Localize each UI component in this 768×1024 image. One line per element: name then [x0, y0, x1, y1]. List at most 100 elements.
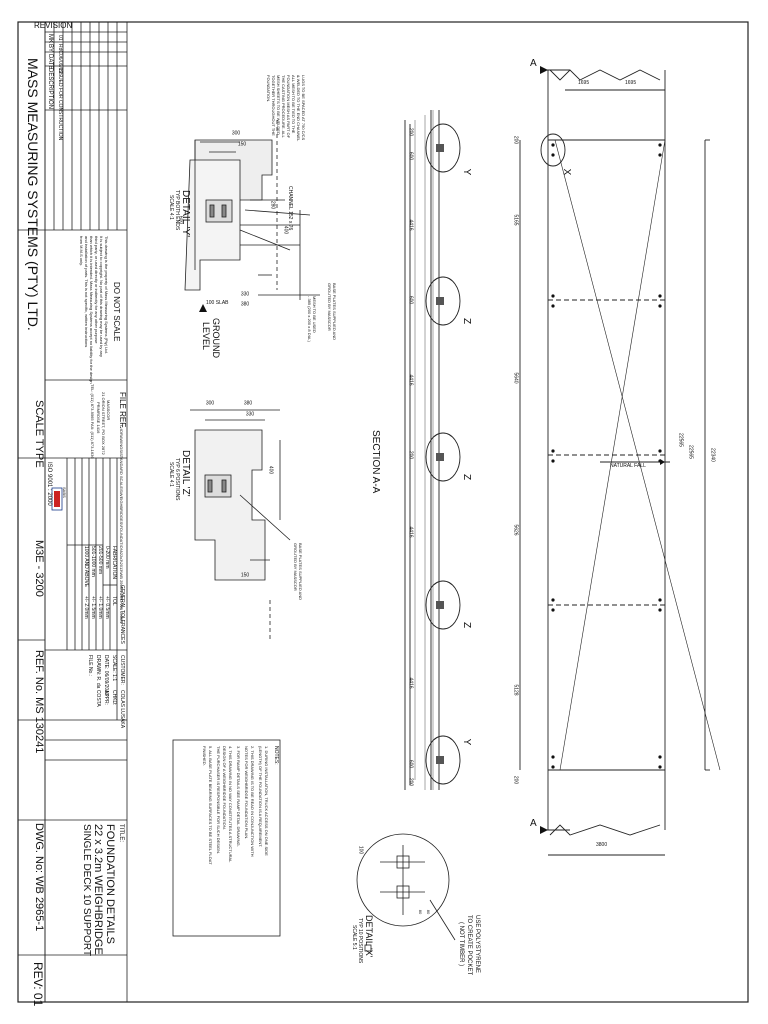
revision-col-desc: DESCRIPTION	[47, 68, 53, 110]
drawing-number: DWG. No: WB 2965-1	[33, 823, 45, 932]
notes-heading: NOTES:	[273, 746, 279, 765]
detail-x-title: DETAIL 'X'	[364, 915, 374, 958]
dim-label: 80	[418, 909, 423, 915]
callout-z: Z	[461, 473, 472, 481]
address-line: TEL: (011) 873-9565 FAX: (011) 873-1636	[90, 384, 95, 459]
natural-fall-label: NATURAL FALL	[610, 463, 646, 469]
width-dim: 3800	[596, 842, 608, 848]
slab-label: 100 SLAB	[206, 300, 229, 306]
dim-label: 330	[240, 291, 250, 298]
revision-desc-value: ISSUED FOR CONSTRUCTION	[57, 68, 63, 141]
revision-col-by: BY	[47, 44, 53, 53]
baseplates-note: GROUTED BY MASSCOR	[327, 283, 332, 331]
lugs-line: FOUNDATION MESH AS PART OF	[286, 75, 291, 139]
checked-by: CHKD:	[111, 690, 117, 706]
section-title: SECTION A-A	[370, 430, 381, 494]
iso-logo-text: SABS	[62, 487, 67, 498]
note-line: 3. FOR RAMP DETAILS SEE RAMP DETAIL DRAW…	[236, 746, 241, 847]
callout-y: Y	[461, 738, 472, 746]
detail-y-title: DETAIL 'Y'	[180, 190, 191, 238]
tolerance-cell: 201-500 mm	[97, 546, 103, 575]
mesh-note: - 385 (200 x 200 x 8 DIA.)	[307, 296, 312, 342]
section-marker-top: A	[530, 58, 537, 69]
dim-label: 150	[240, 572, 250, 579]
revision-number: REV: 01	[31, 962, 45, 1007]
dim-label: 200	[512, 775, 519, 785]
note-line: DESIGN OF A WEIGHBRIDGE FOUNDATION.	[222, 746, 227, 830]
address-line: 21 ORION STREET, PO BOX 2872	[101, 392, 106, 455]
disclaimer-line: from M.M.S only.	[79, 236, 84, 266]
detail-y-scale: SCALE 4:1	[168, 195, 174, 220]
drawn-by: DRAWN: R. da COSTA	[95, 655, 101, 707]
scale-type-label: SCALE TYPE	[33, 400, 45, 468]
detail-z-subtitle: TYP 6 POSITIONS	[174, 458, 180, 501]
tolerance-cell: +/- 1.5mm	[90, 596, 96, 619]
tolerance-cell: +/- 2.0mm	[83, 596, 89, 619]
title-line-3: SINGLE DECK 10 SUPPORT	[81, 824, 92, 957]
tolerances-title: GENERAL TOLERANCES	[119, 585, 125, 644]
note-line: 4. THIS DRAWING IN NO WAY CONSTITUTES A …	[228, 746, 233, 863]
iso-certification: ISO 9001 : 2000	[46, 462, 52, 506]
tolerance-cell: +/- 1.0mm	[97, 596, 103, 619]
dim-label: 300	[205, 400, 215, 407]
dim-label: 600	[407, 151, 414, 161]
dim-label: 200	[407, 127, 414, 137]
revision-by-value: RdC	[57, 44, 63, 55]
lugs-line: THE CASTING PROCEDURE. ALL	[281, 75, 286, 138]
revision-heading: REVISION	[34, 21, 73, 30]
dim-label: 600	[407, 759, 414, 769]
dim-label: 4416	[407, 374, 414, 386]
lugs-line: MESH SHEETS TO BE WELDED	[276, 75, 281, 135]
title-label: TITLE:	[118, 824, 124, 843]
baseplates-note: GROUTED BY MASSCOR	[293, 543, 298, 591]
channel-label: CHANNEL 152 x 76	[287, 186, 293, 231]
tolerance-cell: FABRICATION	[111, 546, 117, 579]
tolerance-cell: 1000 AND ABOVE	[83, 546, 89, 588]
overall-length: 22340	[709, 448, 716, 462]
dim-label: 380	[240, 301, 250, 308]
detail-x-scale: SCALE 5:1	[351, 925, 357, 950]
lugs-line: ALL MESH TO BE TIED TO THE	[291, 75, 296, 134]
dim-label: 5128	[512, 684, 519, 696]
polystyrene-note: USE POLYSTYRENE	[474, 915, 480, 973]
callout-x: X	[561, 168, 572, 176]
title-line-2: 22 x 3.2m WEIGHBRIDGE	[92, 824, 104, 955]
note-line: 1. DURING INSTALLATION, TRUCK ACCESS ON …	[264, 746, 269, 856]
dim-label: 5640	[512, 372, 519, 384]
reference-number: REF. No. MS 130241	[33, 650, 45, 754]
dim-label: 1695	[578, 80, 590, 86]
dim-label: 150	[237, 141, 247, 148]
polystyrene-note: TO CREATE POCKET	[466, 915, 472, 976]
note-line: FINISHED.	[202, 746, 207, 766]
lugs-line: FOUNDATION.	[266, 75, 271, 103]
dim-label: 600	[407, 295, 414, 305]
dim-label: 200	[407, 450, 414, 460]
scale-info: SCALE: 1:1	[111, 655, 117, 682]
ground-label: LEVEL	[201, 322, 211, 351]
scale-type-value: M3E - 3200	[33, 540, 45, 597]
file-number: FILE No.:	[87, 655, 93, 677]
section-marker-bottom: A	[530, 818, 537, 829]
revision-col-mk: MK	[47, 34, 53, 43]
dim-label: 100	[357, 845, 364, 855]
callout-z: Z	[461, 317, 472, 325]
mesh-note: MESH TO BE USED	[312, 296, 317, 333]
dim-label: 600	[177, 215, 184, 225]
diagonal-dim: 22565	[677, 433, 684, 447]
dim-label: 1695	[625, 80, 637, 86]
note-line: THE PURCHASER IS RESPONSIBLE FOR SUCH DE…	[216, 746, 221, 855]
dim-label: 280	[269, 200, 276, 210]
revision-mk-value: 01	[57, 35, 63, 41]
tolerance-cell: 0-200 mm	[104, 546, 110, 569]
disclaimer-line: It is subject to copyright. No part of t…	[99, 236, 104, 357]
address-line: MASSCOR	[106, 400, 111, 421]
detail-x-subtitle: TYP 10 POSITIONS	[357, 918, 363, 964]
dim-label: 4416	[407, 526, 414, 538]
dim-label: 380	[243, 400, 253, 407]
dim-label: 4416	[407, 677, 414, 689]
customer-value: COLAS LUSAKA	[119, 690, 125, 729]
tolerance-cell: +/- 0.5mm	[104, 596, 110, 619]
polystyrene-note: ( NOT TIMBER )	[458, 922, 464, 967]
